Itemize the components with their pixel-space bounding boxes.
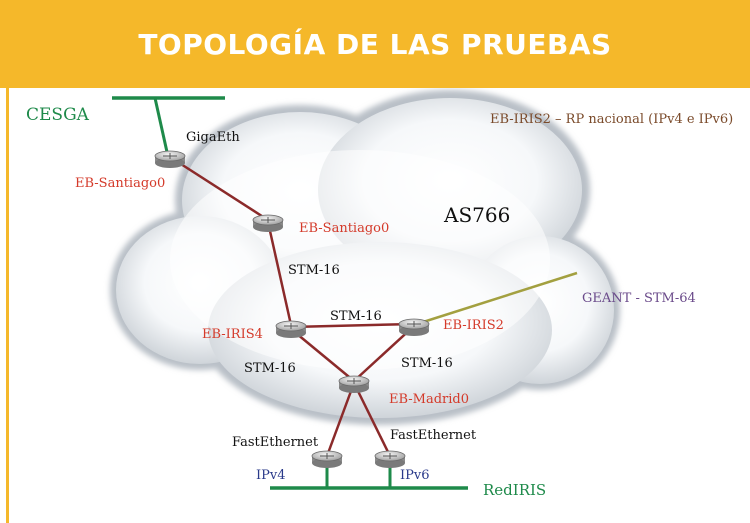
- router-iris4: [275, 320, 307, 338]
- santiago-top-label: EB-Santiago0: [75, 176, 165, 191]
- router-ipv4-edge: [311, 450, 343, 468]
- cesga-label: CESGA: [26, 105, 90, 125]
- as766-label: AS766: [443, 203, 510, 227]
- gigaeth-label: GigaEth: [186, 130, 240, 145]
- link-iris4-madrid: [290, 328, 355, 382]
- rediris-label: RedIRIS: [483, 481, 546, 499]
- stm16-vertical-label: STM-16: [288, 263, 340, 278]
- link-madrid-ipv4: [325, 382, 356, 457]
- network-topology-diagram: CESGA EB-IRIS2 – RP nacional (IPv4 e IPv…: [26, 90, 733, 499]
- cloud-shape: [110, 90, 620, 425]
- link-iris2-madrid: [353, 325, 415, 382]
- iris2-label: EB-IRIS2: [443, 318, 504, 333]
- stm16-right-label: STM-16: [401, 356, 453, 371]
- router-santiago-top: [154, 150, 186, 168]
- router-ipv6-edge: [374, 450, 406, 468]
- santiago-mid-label: EB-Santiago0: [299, 221, 389, 236]
- link-santiago-iris4: [266, 221, 293, 326]
- fastethernet-right-label: FastEthernet: [390, 428, 477, 443]
- link-iris4-iris2: [290, 322, 415, 329]
- router-iris2: [398, 318, 430, 336]
- geant-link-line: [419, 271, 578, 325]
- router-madrid: [338, 375, 370, 393]
- ipv6-label: IPv6: [400, 468, 430, 483]
- stm16-left-label: STM-16: [244, 361, 296, 376]
- stm16-horizontal-label: STM-16: [330, 309, 382, 324]
- iris4-label: EB-IRIS4: [202, 327, 263, 342]
- fastethernet-left-label: FastEthernet: [232, 435, 319, 450]
- ipv4-label: IPv4: [256, 468, 286, 483]
- slide-title: TOPOLOGÍA DE LAS PRUEBAS: [138, 28, 612, 61]
- diagram-subtitle: EB-IRIS2 – RP nacional (IPv4 e IPv6): [490, 112, 733, 127]
- router-links: [169, 155, 415, 457]
- left-accent-bar: [6, 0, 9, 523]
- link-santiago-top-mid: [169, 155, 269, 222]
- router-santiago-mid: [252, 214, 284, 232]
- link-madrid-ipv6: [352, 382, 392, 457]
- geant-label: GEANT - STM-64: [582, 291, 696, 306]
- slide-header: TOPOLOGÍA DE LAS PRUEBAS: [0, 0, 750, 88]
- cesga-drop-line: [153, 97, 169, 153]
- madrid-label: EB-Madrid0: [389, 392, 469, 407]
